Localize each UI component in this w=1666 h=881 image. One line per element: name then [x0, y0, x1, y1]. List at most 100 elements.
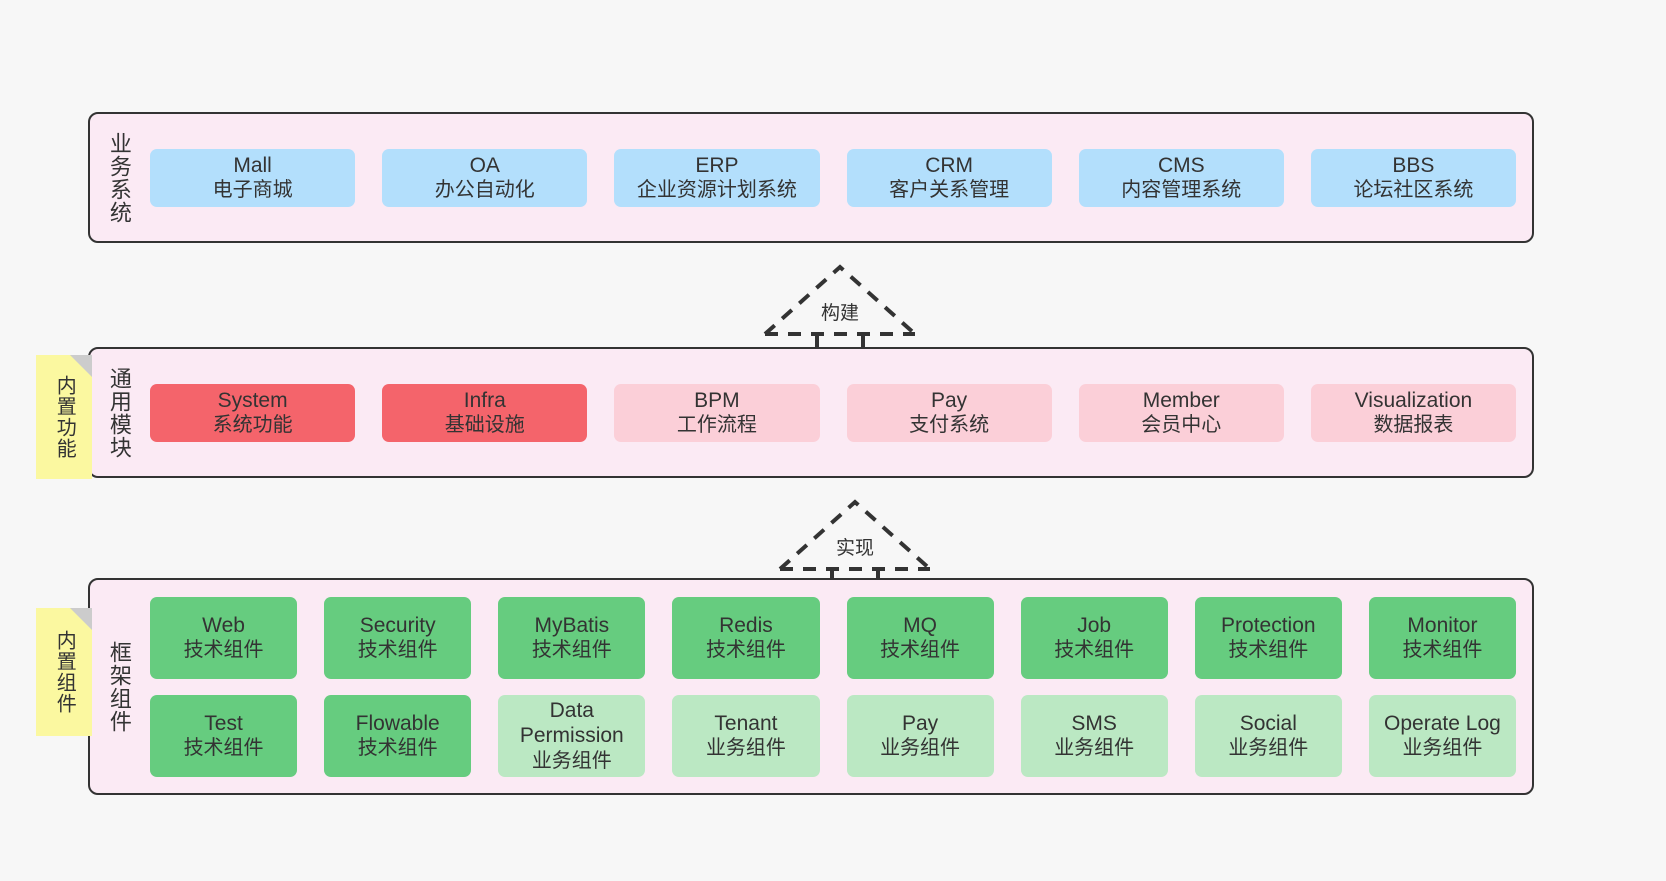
- node-bbs-en: BBS: [1392, 153, 1435, 177]
- node-system-cn: 系统功能: [212, 414, 293, 437]
- node-sms-en: SMS: [1071, 711, 1117, 735]
- arrow-build-glyph: [763, 264, 917, 348]
- node-visualization-cn: 数据报表: [1373, 414, 1454, 437]
- layer-common-module-title: 通用模块: [106, 366, 132, 459]
- node-social[interactable]: Social 业务组件: [1194, 694, 1342, 777]
- node-mq[interactable]: MQ 技术组件: [846, 596, 994, 679]
- node-sms-cn: 业务组件: [1054, 737, 1135, 760]
- node-tenant[interactable]: Tenant 业务组件: [672, 694, 820, 777]
- note-builtin-function-label: 内置功能: [53, 375, 76, 459]
- layer-framework-component-row-business: Test 技术组件 Flowable 技术组件 Data Permission …: [150, 694, 1516, 777]
- node-tenant-en: Tenant: [714, 711, 778, 735]
- node-test[interactable]: Test 技术组件: [150, 694, 298, 777]
- arrow-build-label: 构建: [818, 298, 862, 325]
- arrow-build: 构建: [760, 262, 920, 348]
- node-web[interactable]: Web 技术组件: [150, 596, 298, 679]
- node-oa[interactable]: OA 办公自动化: [382, 148, 588, 207]
- node-data-permission-cn: 业务组件: [531, 749, 612, 772]
- node-bpm-en: BPM: [694, 388, 740, 412]
- node-bbs[interactable]: BBS 论坛社区系统: [1310, 148, 1517, 207]
- node-flowable[interactable]: Flowable 技术组件: [324, 694, 472, 777]
- node-pay-module[interactable]: Pay 支付系统: [846, 383, 1052, 442]
- arrow-implement: 实现: [775, 497, 935, 583]
- note-builtin-function[interactable]: 内置功能: [36, 355, 92, 479]
- node-web-cn: 技术组件: [183, 639, 264, 662]
- node-security-cn: 技术组件: [357, 639, 438, 662]
- node-job[interactable]: Job 技术组件: [1020, 596, 1168, 679]
- layer-business-system: 业务系统 Mall 电子商城 OA 办公自动化 ERP 企业资源计划系统 CRM…: [88, 112, 1534, 243]
- node-mq-cn: 技术组件: [880, 639, 961, 662]
- node-erp-en: ERP: [695, 153, 739, 177]
- layer-business-system-row: Mall 电子商城 OA 办公自动化 ERP 企业资源计划系统 CRM 客户关系…: [150, 148, 1517, 207]
- node-pay-component[interactable]: Pay 业务组件: [846, 694, 994, 777]
- node-security[interactable]: Security 技术组件: [324, 596, 472, 679]
- note-builtin-component[interactable]: 内置组件: [36, 608, 92, 736]
- node-erp[interactable]: ERP 企业资源计划系统: [614, 148, 820, 207]
- node-redis[interactable]: Redis 技术组件: [672, 596, 820, 679]
- node-oa-cn: 办公自动化: [434, 179, 535, 202]
- node-crm[interactable]: CRM 客户关系管理: [846, 148, 1052, 207]
- node-member[interactable]: Member 会员中心: [1078, 383, 1284, 442]
- layer-framework-component-body: Web 技术组件 Security 技术组件 MyBatis 技术组件 Redi…: [142, 580, 1532, 793]
- layer-business-system-body: Mall 电子商城 OA 办公自动化 ERP 企业资源计划系统 CRM 客户关系…: [142, 114, 1532, 241]
- node-cms[interactable]: CMS 内容管理系统: [1078, 148, 1284, 207]
- node-system-en: System: [217, 388, 288, 412]
- node-system[interactable]: System 系统功能: [150, 383, 356, 442]
- node-social-cn: 业务组件: [1228, 737, 1309, 760]
- node-mybatis-cn: 技术组件: [531, 639, 612, 662]
- node-erp-cn: 企业资源计划系统: [636, 179, 797, 202]
- node-mq-en: MQ: [903, 613, 937, 637]
- layer-framework-component: 框架组件 Web 技术组件 Security 技术组件 MyBatis 技术组件…: [88, 578, 1534, 795]
- layer-common-module-row: System 系统功能 Infra 基础设施 BPM 工作流程 Pay 支付系统…: [150, 383, 1517, 442]
- node-operate-log[interactable]: Operate Log 业务组件: [1368, 694, 1516, 777]
- node-pay-component-en: Pay: [901, 711, 939, 735]
- node-bpm[interactable]: BPM 工作流程: [614, 383, 820, 442]
- arrow-implement-label: 实现: [833, 533, 877, 560]
- node-redis-en: Redis: [719, 613, 773, 637]
- note-fold-corner-icon: [70, 608, 92, 630]
- node-mall-cn: 电子商城: [212, 179, 293, 202]
- node-protection-cn: 技术组件: [1228, 639, 1309, 662]
- node-social-en: Social: [1239, 711, 1297, 735]
- node-mall[interactable]: Mall 电子商城: [150, 148, 356, 207]
- node-test-en: Test: [204, 711, 243, 735]
- node-sms[interactable]: SMS 业务组件: [1020, 694, 1168, 777]
- node-infra-cn: 基础设施: [444, 414, 525, 437]
- node-cms-en: CMS: [1157, 153, 1205, 177]
- note-builtin-component-label: 内置组件: [53, 630, 76, 714]
- node-crm-cn: 客户关系管理: [889, 179, 1010, 202]
- node-protection[interactable]: Protection 技术组件: [1194, 596, 1342, 679]
- node-pay-module-cn: 支付系统: [909, 414, 990, 437]
- node-redis-cn: 技术组件: [705, 639, 786, 662]
- node-visualization[interactable]: Visualization 数据报表: [1310, 383, 1517, 442]
- layer-framework-component-title: 框架组件: [106, 640, 132, 733]
- node-oa-en: OA: [469, 153, 500, 177]
- node-member-en: Member: [1142, 388, 1220, 412]
- node-infra-en: Infra: [463, 388, 506, 412]
- node-bbs-cn: 论坛社区系统: [1353, 179, 1474, 202]
- node-mybatis[interactable]: MyBatis 技术组件: [498, 596, 646, 679]
- node-mybatis-en: MyBatis: [534, 613, 610, 637]
- layer-common-module-body: System 系统功能 Infra 基础设施 BPM 工作流程 Pay 支付系统…: [142, 349, 1532, 476]
- node-job-en: Job: [1077, 613, 1112, 637]
- layer-framework-component-row-tech: Web 技术组件 Security 技术组件 MyBatis 技术组件 Redi…: [150, 596, 1516, 679]
- node-operate-log-cn: 业务组件: [1402, 737, 1483, 760]
- node-security-en: Security: [359, 613, 436, 637]
- node-bpm-cn: 工作流程: [676, 414, 757, 437]
- node-monitor[interactable]: Monitor 技术组件: [1368, 596, 1516, 679]
- node-mall-en: Mall: [233, 153, 272, 177]
- node-crm-en: CRM: [925, 153, 974, 177]
- node-pay-component-cn: 业务组件: [880, 737, 961, 760]
- node-visualization-en: Visualization: [1354, 388, 1473, 412]
- node-monitor-cn: 技术组件: [1402, 639, 1483, 662]
- node-web-en: Web: [202, 613, 245, 637]
- node-cms-cn: 内容管理系统: [1121, 179, 1242, 202]
- node-pay-module-en: Pay: [931, 388, 968, 412]
- node-data-permission-en: Data Permission: [519, 698, 624, 748]
- node-member-cn: 会员中心: [1141, 414, 1222, 437]
- node-data-permission[interactable]: Data Permission 业务组件: [498, 694, 646, 777]
- node-infra[interactable]: Infra 基础设施: [382, 383, 588, 442]
- layer-common-module: 通用模块 System 系统功能 Infra 基础设施 BPM 工作流程 Pay…: [88, 347, 1534, 478]
- node-job-cn: 技术组件: [1054, 639, 1135, 662]
